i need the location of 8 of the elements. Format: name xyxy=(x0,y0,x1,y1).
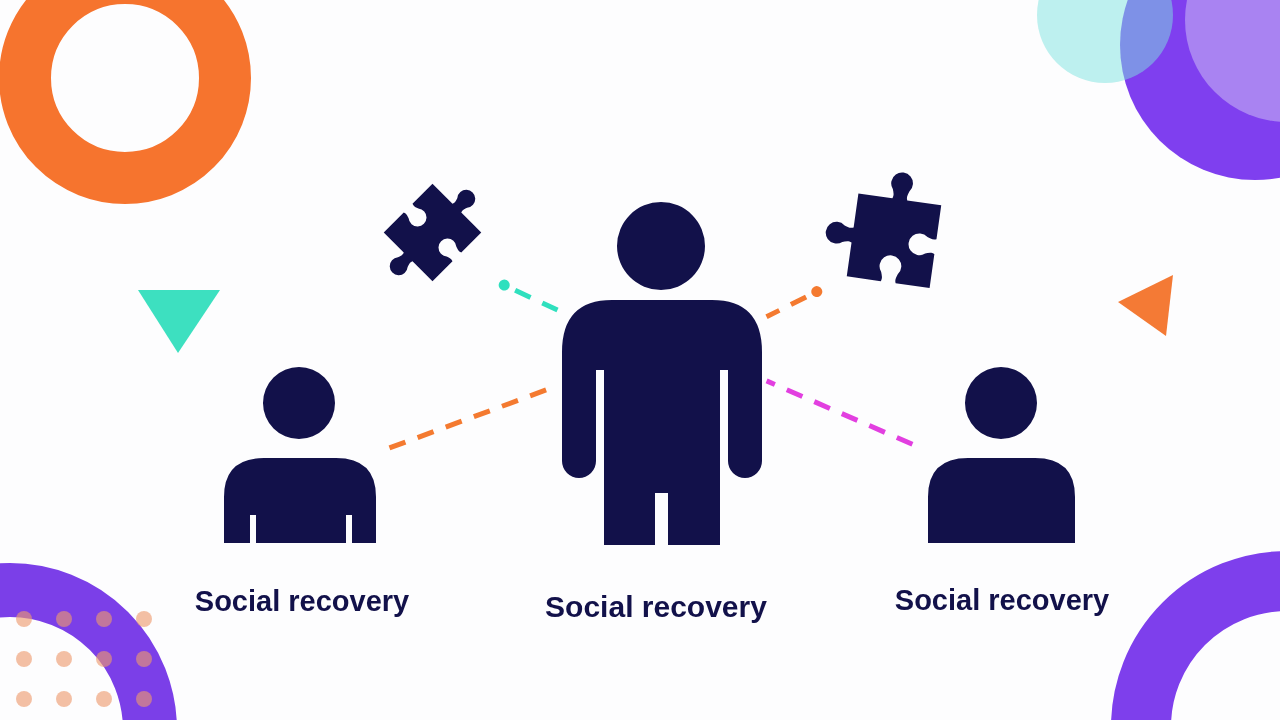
dashed-connector xyxy=(498,279,559,313)
dashed-connector xyxy=(765,286,823,320)
person-icon xyxy=(224,367,376,543)
person-label: Social recovery xyxy=(545,590,767,625)
person-label: Social recovery xyxy=(894,584,1110,618)
person-label: Social recovery xyxy=(194,585,410,619)
person-icon xyxy=(928,367,1075,543)
person-icon xyxy=(562,202,762,545)
